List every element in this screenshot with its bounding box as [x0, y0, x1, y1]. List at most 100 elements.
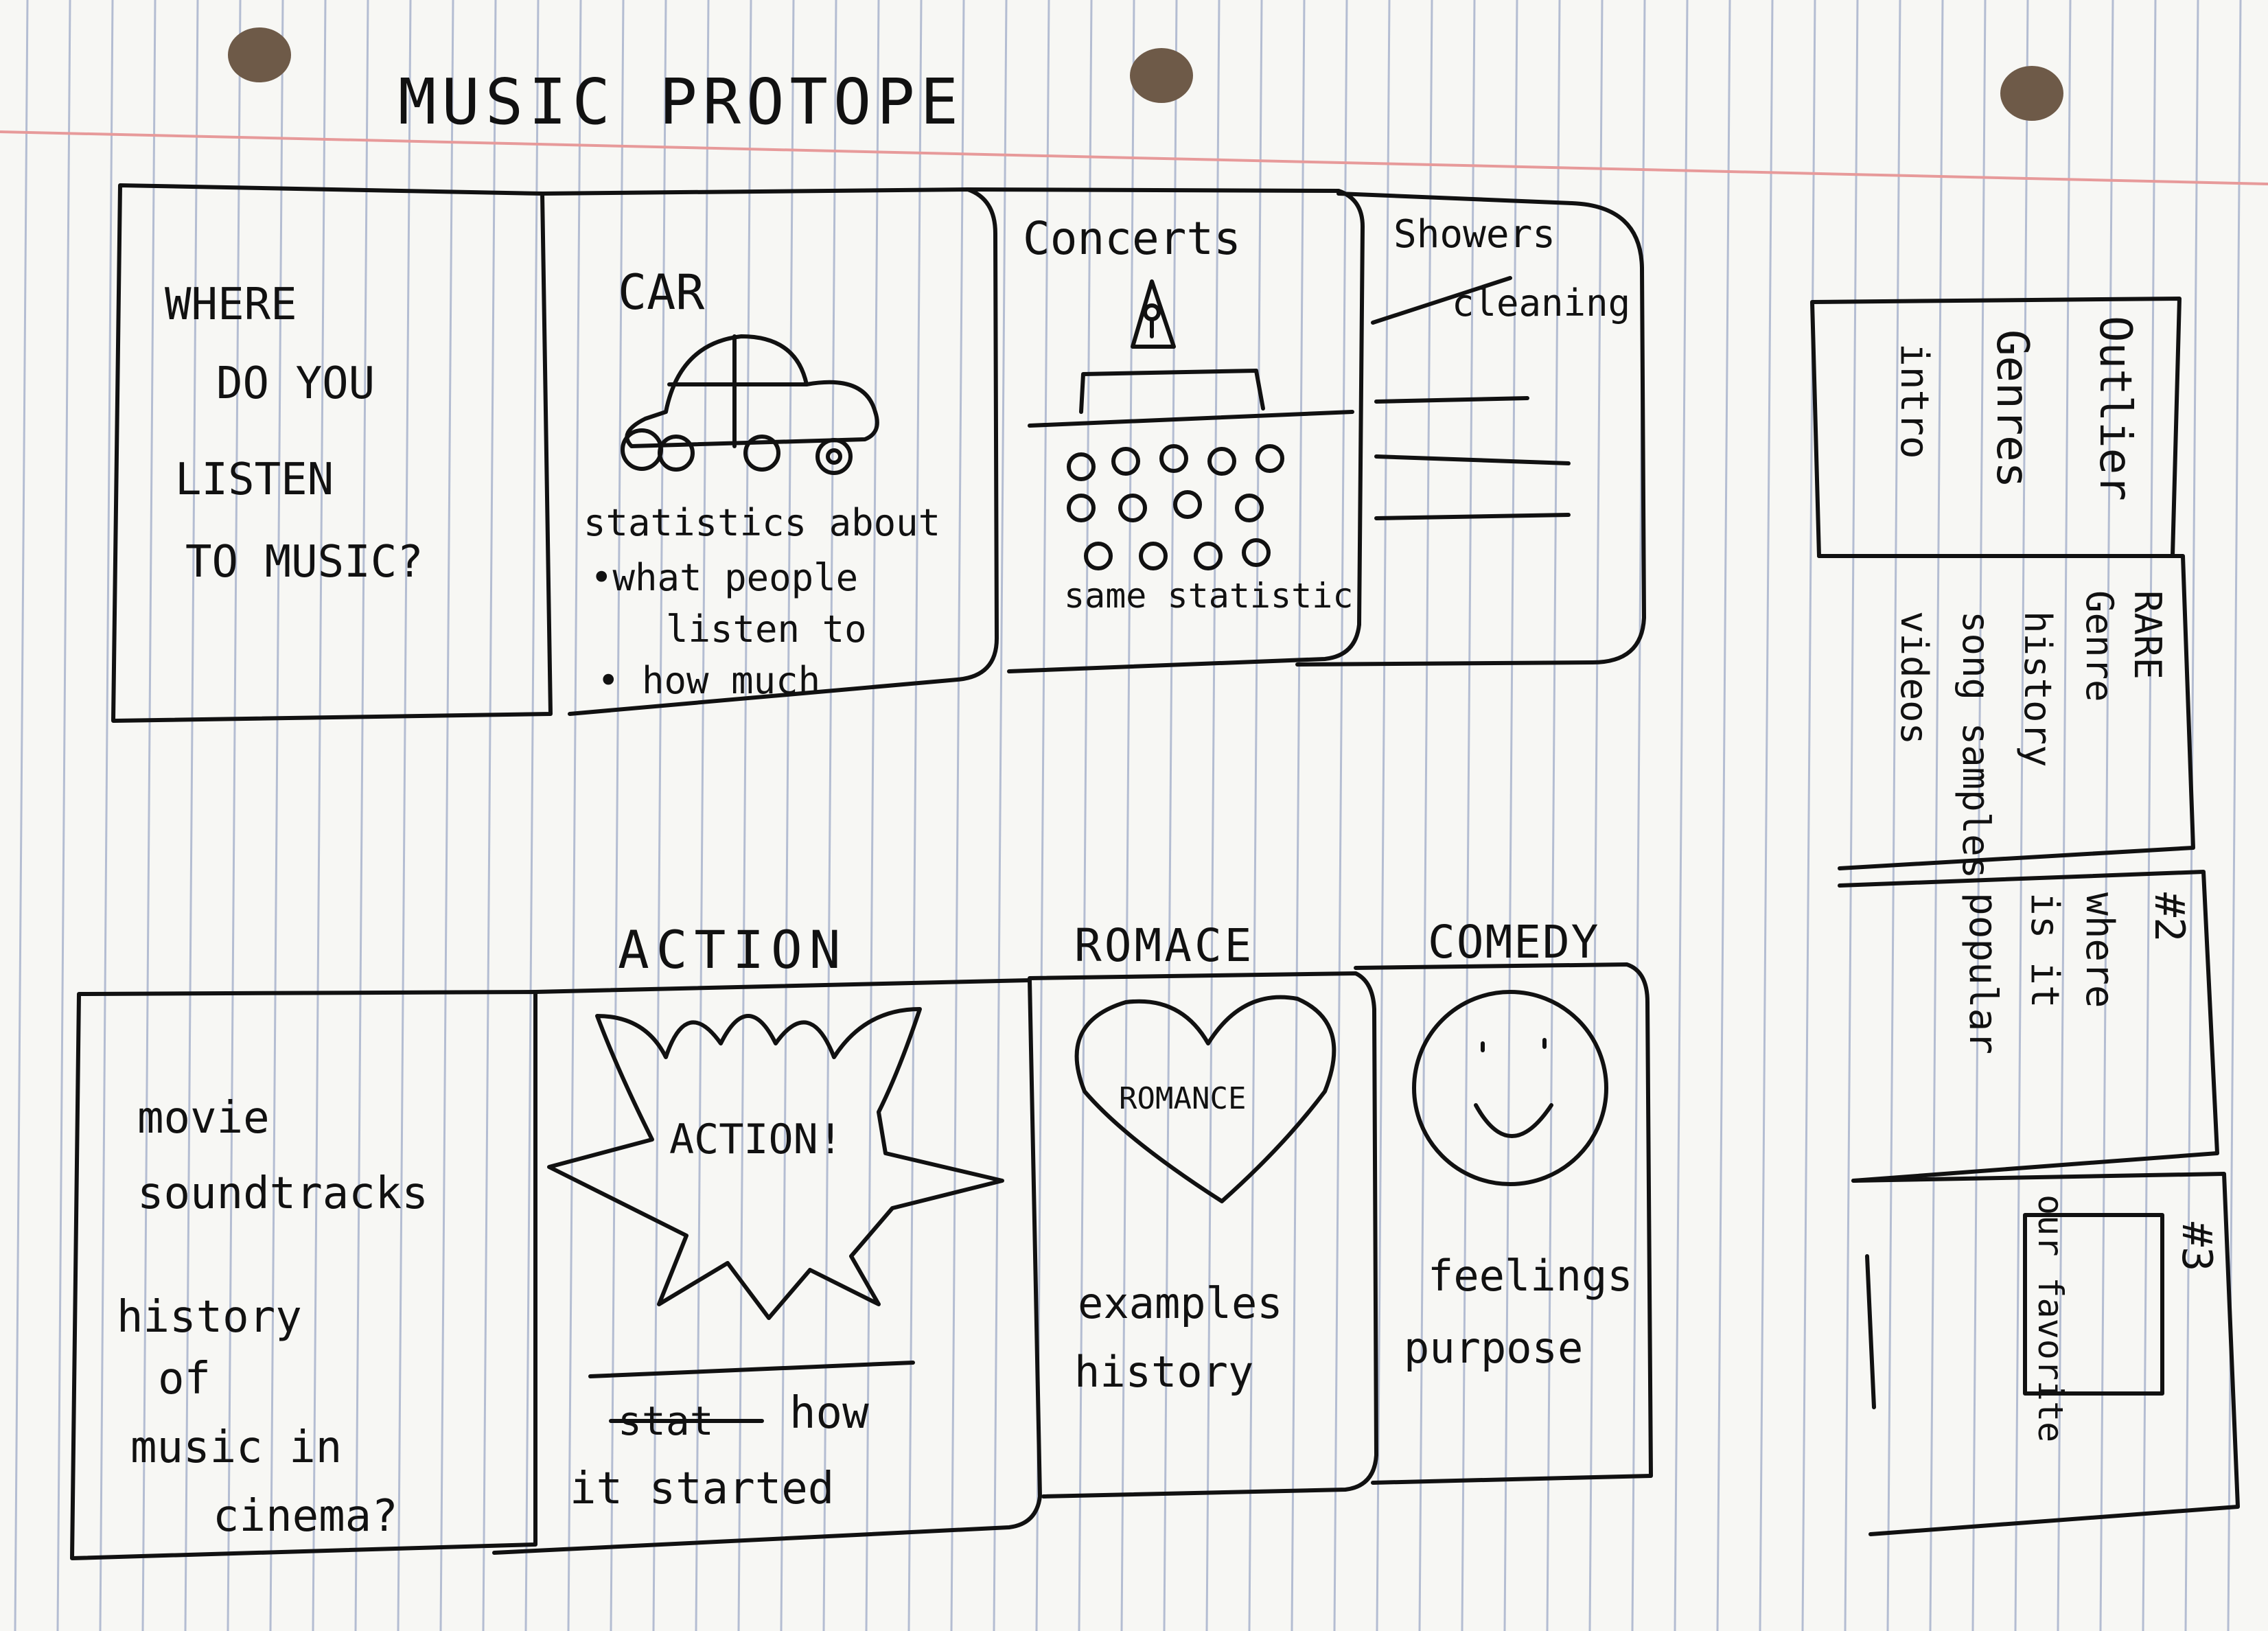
car-line-2: •what people [590, 556, 858, 599]
panel-comedy-frame [1354, 962, 1653, 1485]
action-baseline [588, 1361, 915, 1378]
heart-label: ROMANCE [1119, 1081, 1246, 1116]
ruled-line [99, 0, 114, 1631]
ruled-line [524, 0, 540, 1631]
side-3-line-1: #2 [2145, 892, 2193, 942]
binder-hole [1130, 48, 1193, 103]
ruled-line [184, 0, 199, 1631]
ruled-line [695, 0, 710, 1631]
side-1-line-3: intro [1892, 343, 1936, 459]
showers-sub: cleaning [1452, 281, 1630, 325]
car-line-3: listen to [666, 608, 867, 651]
side-image-placeholder [2023, 1213, 2164, 1396]
side-3-line-4: popular [1960, 892, 2005, 1054]
movie-line-5: music in [130, 1422, 342, 1473]
where-line-4: TO MUSIC? [185, 537, 424, 588]
ruled-line [1376, 0, 1391, 1631]
side-2-line-4: song samples [1954, 611, 1998, 879]
side-2-line-5: videos [1893, 611, 1936, 745]
romance-line-2: history [1074, 1347, 1253, 1397]
side-2-line-3: history [2016, 611, 2059, 767]
showers-list-lines [1374, 396, 1571, 520]
side-panel-4-frame [1851, 1172, 2240, 1536]
movie-line-4: of [158, 1354, 211, 1404]
ruled-line [1759, 0, 1774, 1631]
side-panel-4-text: #3 our favorite [2030, 1194, 2221, 1442]
showers-heading: Showers [1393, 212, 1555, 257]
concerts-note: same statistic [1064, 576, 1353, 616]
panel-concerts-frame [966, 187, 1365, 673]
ruled-line [1163, 0, 1178, 1631]
ruled-line [1801, 0, 1816, 1631]
side-panel-3-frame [1838, 870, 2219, 1183]
ruled-line [610, 0, 625, 1631]
ruled-line [56, 0, 71, 1631]
ruled-line [397, 0, 412, 1631]
ruled-line [1546, 0, 1561, 1631]
ruled-line [950, 0, 965, 1631]
car-heading: CAR [618, 264, 705, 321]
side-dash-line [1865, 1254, 1876, 1409]
ruled-line [907, 0, 923, 1631]
margin-line [0, 130, 2268, 185]
movie-line-6: cinema? [213, 1491, 398, 1542]
panel-romance-frame [1028, 971, 1378, 1499]
side-panel-2-text: RARE Genre history song samples videos [1893, 590, 2169, 879]
ruled-line [1418, 0, 1433, 1631]
ruled-line [1248, 0, 1263, 1631]
panel-where-frame [111, 183, 553, 723]
concerts-heading: Concerts [1023, 212, 1241, 265]
ruled-line [439, 0, 454, 1631]
genre-label-comedy: COMEDY [1428, 916, 1599, 969]
ruled-line [141, 0, 157, 1631]
ruled-line [1461, 0, 1476, 1631]
ruled-line [1716, 0, 1731, 1631]
stage-performer-icon [1028, 279, 1354, 428]
side-panel-1-text: Outlier Genres intro [1892, 316, 2140, 501]
ruled-line [227, 0, 242, 1631]
movie-line-3: history [117, 1292, 302, 1343]
smiley-face-icon [1412, 990, 1608, 1186]
ruled-line [2014, 0, 2029, 1631]
panel-movie-frame [70, 990, 537, 1560]
side-4-line-1: #3 [2173, 1222, 2221, 1271]
ruled-line [2099, 0, 2114, 1631]
ruled-line [1205, 0, 1220, 1631]
side-3-line-2: where [2077, 892, 2122, 1008]
ruled-line [2142, 0, 2157, 1631]
side-2-line-1: RARE [2126, 590, 2169, 680]
ruled-line [2057, 0, 2072, 1631]
side-1-line-2: Genres [1987, 329, 2037, 488]
ruled-line [737, 0, 752, 1631]
where-line-1: WHERE [165, 279, 297, 330]
where-line-3: LISTEN [175, 454, 334, 505]
side-4-line-2: our favorite [2030, 1194, 2070, 1442]
genre-label-action: ACTION [618, 919, 848, 980]
comedy-line-1: feelings [1428, 1251, 1633, 1301]
side-2-line-2: Genre [2078, 590, 2121, 702]
ruled-line [354, 0, 369, 1631]
ruled-line [1333, 0, 1348, 1631]
ruled-line [993, 0, 1008, 1631]
action-line-2: it started [570, 1464, 834, 1514]
ruled-line [482, 0, 497, 1631]
ruled-line [1120, 0, 1135, 1631]
ruled-line [1844, 0, 1859, 1631]
ruled-line [865, 0, 880, 1631]
crowd-icon [1067, 444, 1284, 570]
binder-holes [228, 27, 2063, 121]
ruled-line [1588, 0, 1604, 1631]
car-line-1: statistics about [583, 501, 940, 544]
ruled-line [567, 0, 582, 1631]
panel-showers-frame [1295, 192, 1646, 667]
side-panel-3-text: #2 where is it popular [1960, 892, 2193, 1054]
movie-line-1: movie [137, 1093, 270, 1144]
showers-strike [1371, 276, 1512, 325]
ruled-line [14, 0, 29, 1631]
action-burst-icon [547, 1007, 1004, 1320]
side-1-line-1: Outlier [2090, 316, 2140, 501]
panel-car-frame [540, 187, 999, 716]
ruled-lines [14, 0, 2242, 1631]
action-burst-label: ACTION! [669, 1115, 843, 1164]
